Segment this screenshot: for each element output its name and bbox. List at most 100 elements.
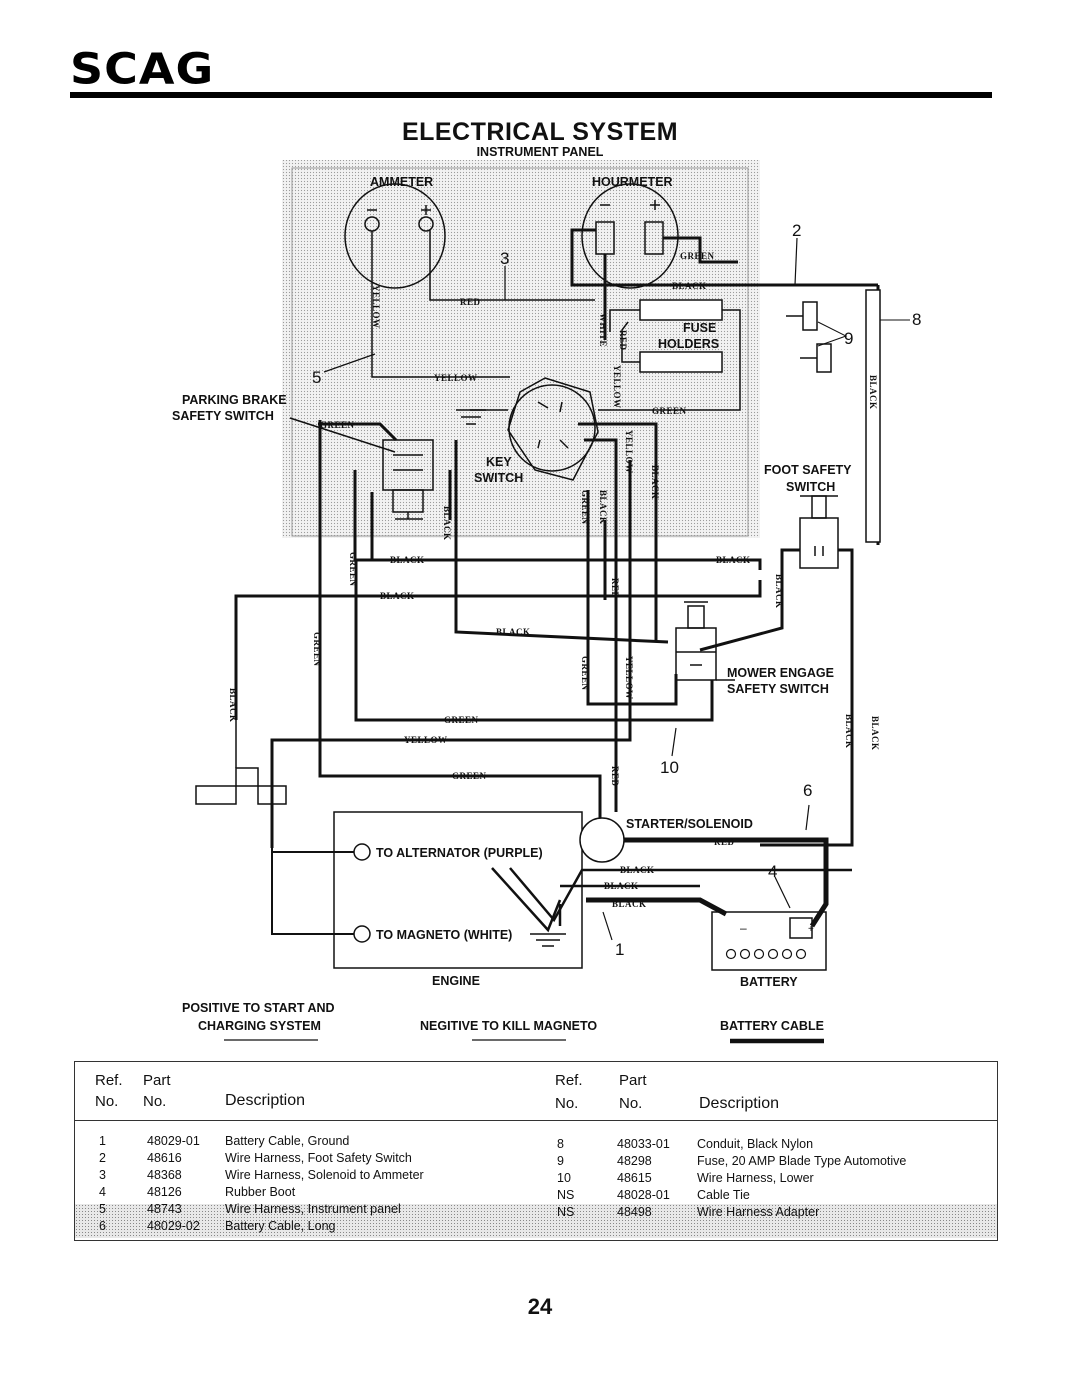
table-cell-left-desc: Battery Cable, Ground — [225, 1134, 350, 1148]
tag-yellow-vert3: YELLOW — [624, 430, 634, 474]
callout-10: 10 — [660, 758, 679, 777]
table-cell-left-desc: Wire Harness, Foot Safety Switch — [225, 1151, 412, 1165]
tag-black-eng2: BLACK — [604, 881, 639, 891]
table-cell-right-desc: Wire Harness Adapter — [697, 1205, 820, 1219]
foot-safety-switch — [799, 495, 839, 569]
tag-red-ammeter: RED — [460, 297, 481, 307]
fuse-holder-lower — [639, 351, 723, 373]
svg-text:–: – — [740, 921, 747, 935]
wiring-diagram: + – GREEN BLACK RED YELLOW GREEN GREE — [172, 160, 921, 1044]
table-cell-right-part: 48028-01 — [617, 1188, 670, 1202]
table-cell-left-desc: Battery Cable, Long — [225, 1219, 336, 1233]
callout-3: 3 — [500, 249, 509, 268]
page-number: 24 — [527, 1294, 553, 1319]
label-battery: BATTERY — [740, 975, 798, 989]
tag-black-vert: BLACK — [650, 465, 660, 500]
table-cell-right-ref: 10 — [557, 1171, 571, 1185]
table-cell-right-part: 48498 — [617, 1205, 652, 1219]
tag-green-vert4: GREEN — [580, 656, 590, 691]
scag-logo: SCAG — [70, 44, 215, 94]
table-cell-left-part: 48616 — [147, 1151, 182, 1165]
hdr-part-left: Part — [143, 1072, 171, 1089]
tag-black-eng3: BLACK — [612, 899, 647, 909]
table-cell-left-desc: Rubber Boot — [225, 1185, 296, 1199]
alternator-terminal — [353, 843, 371, 861]
callout-4: 4 — [768, 862, 777, 881]
engine-box — [333, 811, 583, 969]
tag-red-vert: RED — [618, 330, 628, 351]
label-alternator: TO ALTERNATOR (PURPLE) — [376, 846, 543, 860]
table-cell-left-part: 48368 — [147, 1168, 182, 1182]
parts-table: Ref. Part No. No. Description Ref. Part … — [74, 1061, 998, 1241]
table-cell-right-desc: Fuse, 20 AMP Blade Type Automotive — [697, 1154, 907, 1168]
label-holders: HOLDERS — [658, 337, 719, 351]
tag-black-vert5: BLACK — [774, 574, 784, 609]
tag-green-key: GREEN — [652, 406, 687, 416]
svg-text:+: + — [808, 924, 814, 935]
hdr-ref-left: Ref. — [95, 1072, 123, 1089]
tag-green-vert2: GREEN — [348, 552, 358, 587]
page-title: ELECTRICAL SYSTEM — [401, 118, 679, 146]
tag-black-vert3: BLACK — [442, 506, 452, 541]
tag-red-vert3: RED — [610, 766, 620, 787]
tag-black-long: BLACK — [380, 591, 415, 601]
callout-6: 6 — [803, 781, 812, 800]
tag-yellow-vert4: YELLOW — [624, 656, 634, 700]
key-switch — [456, 377, 599, 481]
callout-9: 9 — [844, 329, 853, 348]
table-cell-right-ref: 8 — [557, 1137, 564, 1151]
instrument-panel-area — [282, 160, 760, 538]
table-cell-right-ref: NS — [557, 1205, 575, 1219]
tag-green-vert3: GREEN — [312, 632, 322, 667]
hdr-desc-right: Description — [699, 1095, 780, 1112]
table-cell-right-ref: 9 — [557, 1154, 564, 1168]
instrument-panel-heading: INSTRUMENT PANEL — [476, 145, 604, 159]
table-cell-left-part: 48029-02 — [147, 1219, 200, 1233]
callout-1: 1 — [615, 940, 624, 959]
mower-engage-switch — [675, 601, 735, 681]
table-cell-left-ref: 2 — [99, 1151, 106, 1165]
tag-black-mid: BLACK — [390, 555, 425, 565]
tag-black-eng1: BLACK — [620, 865, 655, 875]
table-cell-left-ref: 5 — [99, 1202, 106, 1216]
callout-2: 2 — [792, 221, 801, 240]
tag-yellow-vert: YELLOW — [371, 285, 381, 329]
tag-red-cable: RED — [714, 837, 735, 847]
label-mower-engage: MOWER ENGAGE — [727, 666, 834, 680]
hdr-desc-left: Description — [225, 1092, 306, 1109]
tag-green-lower: GREEN — [444, 715, 479, 725]
tag-black-right: BLACK — [716, 555, 751, 565]
legend-negative: NEGITIVE TO KILL MAGNETO — [420, 1019, 597, 1033]
label-magneto: TO MAGNETO (WHITE) — [376, 928, 512, 942]
tag-black-vert4: BLACK — [228, 688, 238, 723]
tag-green-hourmeter: GREEN — [680, 251, 715, 261]
tag-green-bottom: GREEN — [452, 771, 487, 781]
tag-yellow-lower: YELLOW — [404, 735, 448, 745]
hdr-part-right: Part — [619, 1072, 647, 1089]
table-cell-right-desc: Wire Harness, Lower — [697, 1171, 814, 1185]
table-cell-left-desc: Wire Harness, Instrument panel — [225, 1202, 401, 1216]
table-cell-left-ref: 1 — [99, 1134, 106, 1148]
tag-yellow-panel: YELLOW — [434, 373, 478, 383]
table-cell-left-part: 48126 — [147, 1185, 182, 1199]
label-foot-safety: FOOT SAFETY — [764, 463, 852, 477]
table-cell-right-desc: Conduit, Black Nylon — [697, 1137, 814, 1151]
label-fuse: FUSE — [683, 321, 716, 335]
fuse-holder-upper — [639, 299, 723, 321]
table-cell-left-ref: 4 — [99, 1185, 106, 1199]
header-rule — [70, 92, 992, 98]
shaded-rows — [75, 1204, 997, 1238]
label-key: KEY — [486, 455, 512, 469]
table-cell-left-ref: 3 — [99, 1168, 106, 1182]
tag-black-top: BLACK — [672, 281, 707, 291]
hdr-ref-right: Ref. — [555, 1072, 583, 1089]
table-cell-left-desc: Wire Harness, Solenoid to Ammeter — [225, 1168, 424, 1182]
label-hourmeter: HOURMETER — [592, 175, 673, 189]
conduit — [865, 289, 881, 543]
label-foot-switch: SWITCH — [786, 480, 835, 494]
ammeter — [344, 183, 595, 378]
tag-black-mower: BLACK — [496, 627, 531, 637]
hdr-no2-left: No. — [143, 1093, 167, 1110]
tag-red-vert2: RED — [610, 578, 620, 599]
parking-brake-switch — [289, 417, 434, 520]
